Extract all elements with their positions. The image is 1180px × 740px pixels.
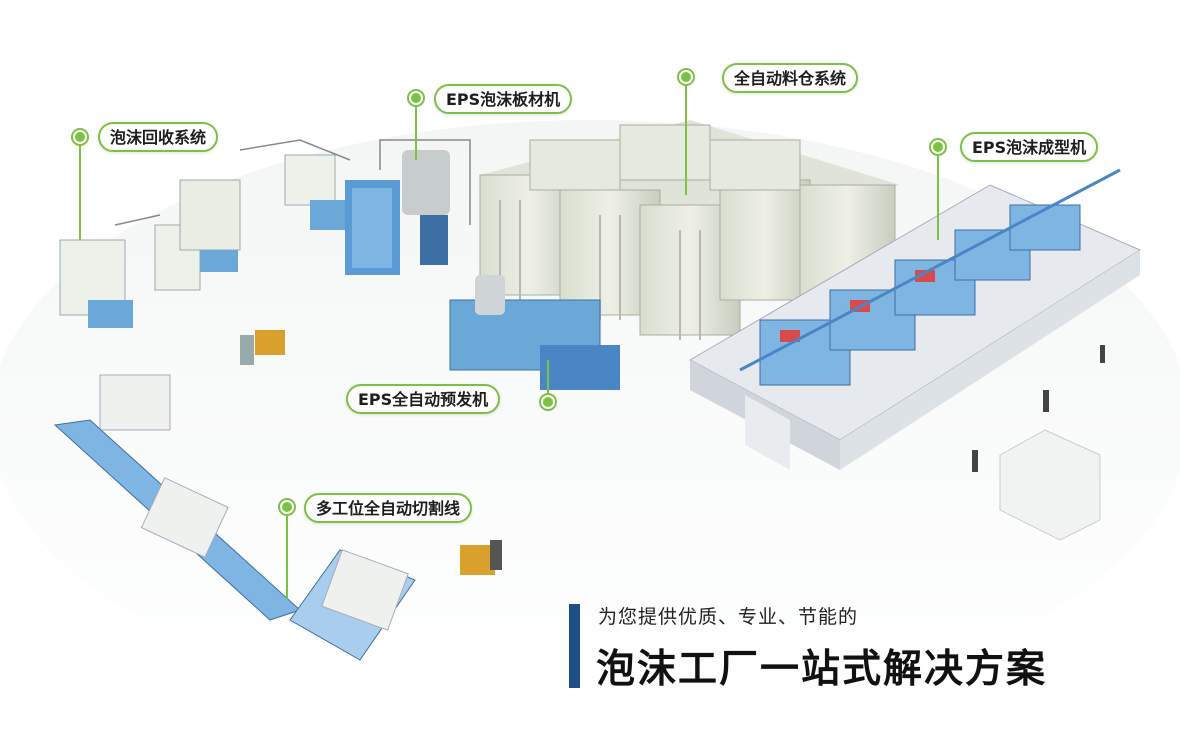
- label-foam-recycling: 泡沫回收系统: [98, 122, 219, 152]
- cutting-line: [53, 374, 416, 661]
- callout-dot-pre-expander: [541, 395, 555, 409]
- worker-figures: [972, 345, 1105, 472]
- label-pre-expander: EPS全自动预发机: [346, 384, 501, 414]
- callout-dot-cutting-line: [280, 500, 294, 514]
- foam-blocks: [999, 429, 1101, 541]
- eps-board-machine: [345, 139, 471, 275]
- callout-dot-foam-recycling: [73, 130, 87, 144]
- label-eps-board-machine: EPS泡沫板材机: [434, 84, 573, 114]
- label-molding-machine: EPS泡沫成型机: [960, 132, 1099, 162]
- molding-machines: [759, 204, 1081, 386]
- callout-dot-molding: [931, 140, 945, 154]
- callout-dot-eps-board: [409, 91, 423, 105]
- tagline-accent-bar: [569, 604, 580, 688]
- label-cutting-line: 多工位全自动切割线: [304, 493, 473, 523]
- tagline-title: 泡沫工厂一站式解决方案: [596, 647, 1048, 692]
- pre-expander-machine: [449, 275, 620, 390]
- callout-dot-silo: [679, 70, 693, 84]
- forklift: [240, 330, 285, 365]
- foam-recycling-system: [59, 139, 351, 328]
- silo-system: [479, 120, 900, 340]
- forklift: [460, 540, 502, 575]
- molding-platform: [688, 168, 1142, 470]
- label-silo-system: 全自动料仓系统: [722, 63, 859, 93]
- tagline-subtitle: 为您提供优质、专业、节能的: [598, 606, 859, 628]
